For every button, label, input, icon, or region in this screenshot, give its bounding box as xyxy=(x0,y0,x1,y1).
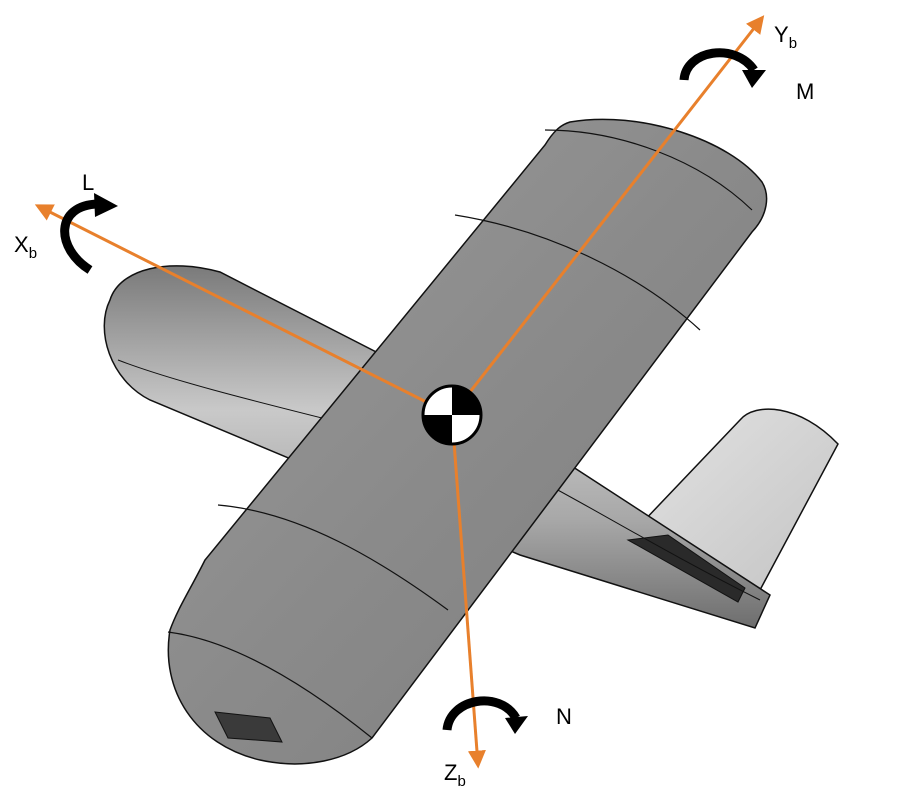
yaw-moment-label: N xyxy=(556,704,572,729)
pitch-moment-label: M xyxy=(796,79,814,104)
z-axis-label: Zb xyxy=(444,760,466,790)
yaw-moment-arrow-icon xyxy=(442,696,528,734)
roll-moment-arrow-icon xyxy=(60,193,118,274)
x-axis-label: Xb xyxy=(14,232,37,262)
wing-panel-line xyxy=(167,631,373,739)
pitch-moment-arrow-icon xyxy=(679,48,766,88)
wing-panel-line xyxy=(217,504,449,611)
wingtip-light xyxy=(214,711,283,743)
main-wing xyxy=(167,118,768,765)
wing-panel-line xyxy=(454,214,701,331)
roll-moment-label: L xyxy=(82,170,94,195)
tail-boom-panel xyxy=(626,534,746,603)
center-of-gravity-icon xyxy=(421,384,483,446)
fuselage-seam xyxy=(117,359,331,421)
y-axis-line xyxy=(450,15,765,416)
y-axis-label: Yb xyxy=(774,22,797,52)
x-axis-line xyxy=(34,204,453,417)
